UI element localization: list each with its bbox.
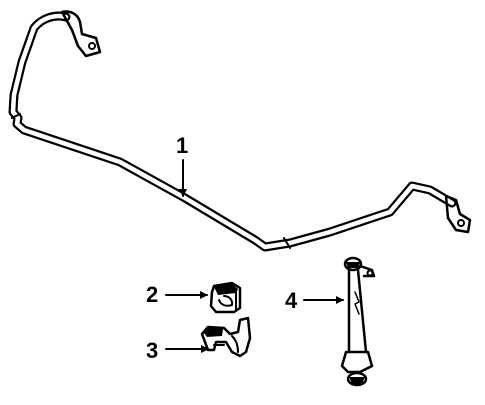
callout-1: 1 <box>176 133 188 197</box>
callout-3-number: 3 <box>146 338 158 363</box>
callout-2: 2 <box>146 282 208 307</box>
stabilizer-bar <box>8 10 472 252</box>
callout-4: 4 <box>285 288 344 313</box>
bushing <box>209 281 242 314</box>
callout-3: 3 <box>146 338 209 363</box>
callout-4-number: 4 <box>285 288 298 313</box>
stabilizer-link <box>340 256 376 387</box>
callout-1-number: 1 <box>176 133 188 158</box>
callout-2-number: 2 <box>146 282 158 307</box>
bracket <box>200 316 252 358</box>
